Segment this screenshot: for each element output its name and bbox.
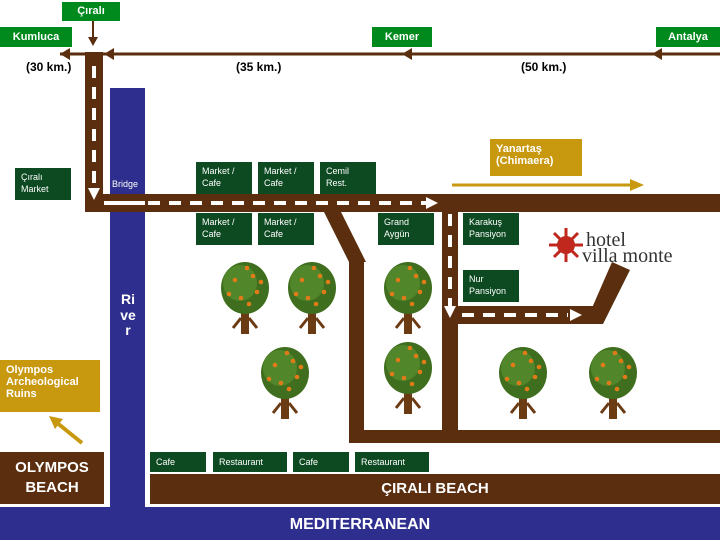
distance-kumluca: (30 km.): [26, 60, 72, 74]
tree-icon: [382, 260, 434, 336]
town-cirali-label: Çıralı: [62, 2, 120, 21]
road-loop-bottom: [349, 430, 720, 443]
road-loop-right: [442, 210, 458, 442]
nur-pansiyon-label: Nur Pansiyon: [463, 270, 519, 302]
tree-icon: [286, 260, 338, 336]
yanartas-label: Yanartaş (Chimaera): [490, 139, 582, 176]
sea-label: MEDITERRANEAN: [289, 516, 431, 533]
olympos-beach-strip: [0, 452, 104, 504]
cafe-label: Cafe: [293, 452, 349, 472]
restaurant-label: Restaurant: [213, 452, 287, 472]
cirali-beach-strip: [150, 474, 720, 504]
distance-antalya: (50 km.): [521, 60, 567, 74]
town-kumluca-label: Kumluca: [0, 27, 72, 47]
restaurant-label: Restaurant: [355, 452, 429, 472]
tree-icon: [497, 345, 549, 421]
karakus-pansiyon-label: Karakuş Pansiyon: [463, 213, 519, 245]
market-cafe-label: Market / Cafe: [196, 162, 252, 194]
market-cafe-label: Market / Cafe: [196, 213, 252, 245]
arrow-left: [60, 48, 70, 60]
arrow-down: [88, 37, 98, 46]
cemil-rest-label: Cemil Rest.: [320, 162, 376, 194]
river-label: River: [120, 291, 136, 338]
cirali-market-label: Çıralı Market: [15, 168, 71, 200]
cafe-label: Cafe: [150, 452, 206, 472]
sea-band: [0, 507, 720, 540]
hotel-name-line2: villa monte: [582, 245, 673, 267]
tree-icon: [382, 340, 434, 416]
sun-icon: [549, 228, 583, 262]
grand-aygun-label: Grand Aygün: [378, 213, 434, 245]
tree-icon: [587, 345, 639, 421]
tree-icon: [259, 345, 311, 421]
tree-icon: [219, 260, 271, 336]
hotel-name-line1: hotel: [586, 229, 626, 251]
olympos-ruins-label: Olympos Archeological Ruins: [0, 360, 100, 412]
olympos-beach-label: OLYMPOS BEACH: [15, 459, 89, 496]
river: [110, 88, 145, 507]
cirali-beach-label: ÇIRALI BEACH: [381, 480, 489, 497]
road-loop-left: [349, 260, 364, 442]
market-cafe-label: Market / Cafe: [258, 162, 314, 194]
market-cafe-label: Market / Cafe: [258, 213, 314, 245]
town-antalya-label: Antalya: [656, 27, 720, 47]
distance-kemer: (35 km.): [236, 60, 282, 74]
bridge-label: Bridge: [111, 178, 140, 190]
town-kemer-label: Kemer: [372, 27, 432, 47]
